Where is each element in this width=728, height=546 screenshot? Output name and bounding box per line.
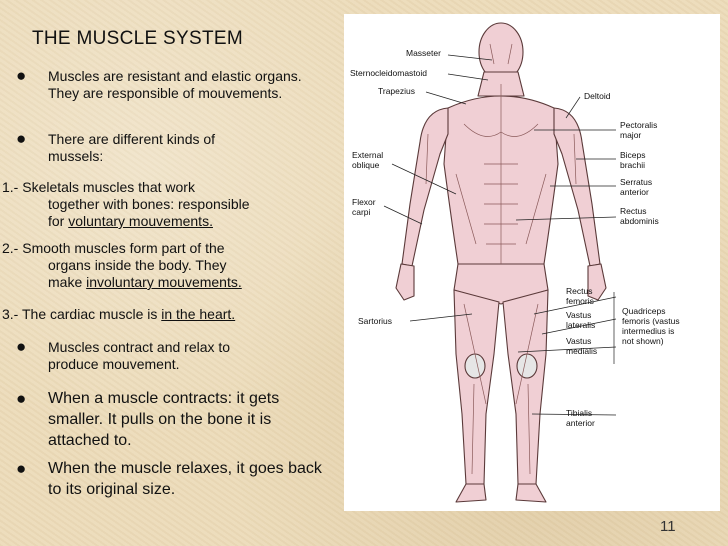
bullet-text-3: Muscles contract and relax to produce mo… <box>48 339 231 372</box>
involuntary-link[interactable]: involuntary mouvements. <box>86 274 242 290</box>
right-arm-shape <box>401 107 449 267</box>
numbered-item-3-text: 3.- The cardiac muscle is <box>2 306 162 322</box>
numbered-item-1: 1.- Skeletals muscles that work together… <box>2 179 327 230</box>
label-rectus-femoris: Rectus femoris <box>566 286 594 306</box>
text-column: ● Muscles are resistant and elastic orga… <box>0 0 340 546</box>
muscle-figure-illustration <box>383 22 617 503</box>
bullet-icon: ● <box>16 389 27 408</box>
numbered-item-3: 3.- The cardiac muscle is in the heart. <box>2 306 327 323</box>
label-vastus-lateralis: Vastus lateralis <box>566 310 596 330</box>
numbered-item-2: 2.- Smooth muscles form part of the orga… <box>2 240 327 291</box>
label-sternocleidomastoid: Sternocleidomastoid <box>350 68 428 78</box>
numbered-item-2-line1: 2.- Smooth muscles form part of the <box>2 240 225 256</box>
numbered-item-1-line2: together with bones: responsible <box>48 196 250 212</box>
bullet-text-2: There are different kinds of mussels: <box>48 131 216 164</box>
bullet-text-4: When a muscle contracts: it gets smaller… <box>48 390 280 449</box>
bullet-icon: ● <box>16 459 27 478</box>
bullet-text-1: Muscles are resistant and elastic organs… <box>48 68 302 101</box>
bullet-icon: ● <box>16 66 27 85</box>
label-quadriceps: Quadriceps femoris (vastus intermedius i… <box>622 306 680 346</box>
bullet-text-5: When the muscle relaxes, it goes back to… <box>48 460 322 498</box>
label-vastus-medialis: Vastus medialis <box>566 336 598 356</box>
label-tibialis: Tibialis anterior <box>566 408 595 428</box>
label-biceps: Biceps brachii <box>620 150 646 170</box>
label-flexor-carpi: Flexor carpi <box>352 197 376 217</box>
muscle-figure-panel: Masseter Sternocleidomastoid Trapezius D… <box>344 14 720 511</box>
voluntary-link[interactable]: voluntary mouvements. <box>68 213 213 229</box>
left-arm-shape <box>553 107 601 267</box>
numbered-item-1-line1: 1.- Skeletals muscles that work <box>2 179 195 195</box>
right-foot-shape <box>455 483 487 503</box>
label-trapezius: Trapezius <box>378 86 416 96</box>
label-rectus-abdominis: Rectus abdominis <box>620 206 659 226</box>
label-deltoid: Deltoid <box>584 91 611 101</box>
bullet-icon: ● <box>16 129 27 148</box>
numbered-item-1-line3: for <box>48 213 69 229</box>
numbered-item-2-line2: organs inside the body. They <box>48 257 227 273</box>
numbered-item-2-line3: make <box>48 274 87 290</box>
slide-title: THE MUSCLE SYSTEM <box>32 28 243 49</box>
left-hand-shape <box>587 263 607 301</box>
left-foot-shape <box>515 483 547 503</box>
label-masseter: Masseter <box>406 48 441 58</box>
bullet-icon: ● <box>16 337 27 356</box>
label-external-oblique: External oblique <box>352 150 384 170</box>
page-number: 11 <box>660 518 676 535</box>
label-pectoralis: Pectoralis major <box>620 120 658 140</box>
heart-link[interactable]: in the heart. <box>161 306 236 322</box>
left-knee-shape <box>516 353 538 379</box>
label-serratus: Serratus anterior <box>620 177 653 197</box>
right-hand-shape <box>395 263 415 301</box>
right-leg-shape <box>453 289 500 485</box>
label-sartorius: Sartorius <box>358 316 393 326</box>
left-leg-shape <box>502 289 549 485</box>
right-knee-shape <box>464 353 486 379</box>
